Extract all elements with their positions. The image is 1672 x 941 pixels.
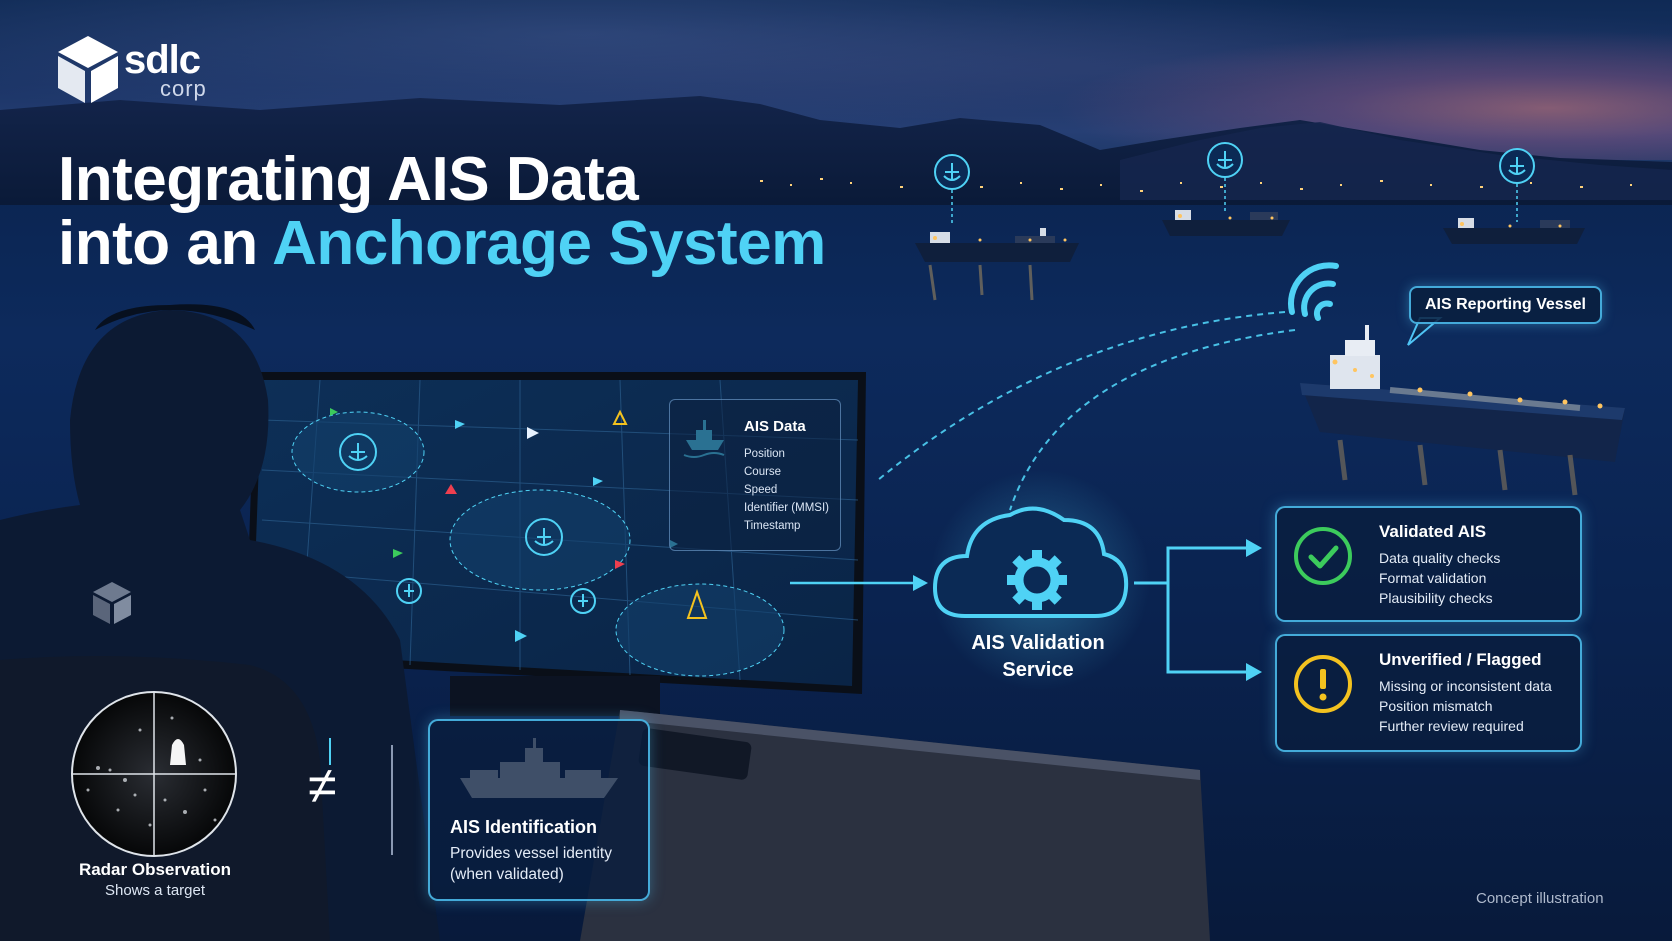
flagged-title: Unverified / Flagged [1379,650,1542,669]
ais-data-title: AIS Data [744,418,806,435]
validated-item: Data quality checks [1379,550,1501,566]
validation-service-line-1: AIS Validation [971,632,1105,654]
cube-logo-icon [58,36,118,103]
not-equal-symbol: ≠ [308,757,337,815]
ais-identification-line-1: Provides vessel identity [450,845,612,862]
branch-arrows [1134,546,1248,674]
ais-field: Course [744,466,782,478]
ais-data-fields: Position Course Speed Identifier (MMSI) … [744,445,829,535]
validated-item: Format validation [1379,570,1487,586]
cloud-gear-icon [930,470,1150,690]
ais-identification-desc: Provides vessel identity (when validated… [450,843,650,885]
validated-item: Plausibility checks [1379,590,1493,606]
logo-sub: corp [160,76,207,101]
title-line-1: Integrating AIS Data [58,145,639,214]
radar-title: Radar Observation [78,860,232,879]
ais-field: Speed [744,484,778,496]
warning-icon [1294,655,1352,713]
title-line-2-prefix: into an [58,209,258,278]
wifi-signal-icon [1288,262,1339,321]
title-line-2: into an Anchorage System [58,212,826,276]
ais-identification-title: AIS Identification [450,817,598,837]
validated-items: Data quality checks Format validation Pl… [1379,548,1500,608]
ais-identification-card: AIS Identification Provides vessel ident… [428,719,650,901]
ais-field: Timestamp [744,520,801,532]
anchored-ship-3 [1443,148,1585,244]
page-title: Integrating AIS Data into an Anchorage S… [58,148,826,276]
ais-reporting-vessel [1300,325,1625,496]
radar-subtitle: Shows a target [104,882,206,899]
ais-field: Position [744,448,785,460]
ais-reporting-vessel-label: AIS Reporting Vessel [1409,286,1602,324]
vessel-link-2 [1009,329,1296,511]
flagged-item: Missing or inconsistent data [1379,678,1552,694]
validated-text: Validated AIS Data quality checks Format… [1379,522,1500,608]
ais-identification-line-2: (when validated) [450,866,564,883]
validation-service-label: AIS Validation Service [938,630,1138,684]
validated-title: Validated AIS [1379,522,1487,541]
flagged-text: Unverified / Flagged Missing or inconsis… [1379,650,1552,736]
radar-scope-icon [71,691,237,857]
concept-illustration-note: Concept illustration [1476,890,1604,907]
title-line-2-accent: Anchorage System [272,209,826,278]
anchored-ship-2 [1162,142,1290,236]
flagged-ais-card: Unverified / Flagged Missing or inconsis… [1275,634,1582,752]
ais-field: Identifier (MMSI) [744,502,829,514]
cube-badge-icon [93,582,131,624]
flagged-item: Position mismatch [1379,698,1493,714]
anchored-ship-1 [915,154,1079,301]
flagged-item: Further review required [1379,718,1524,734]
ais-data-panel: AIS Data Position Course Speed Identifie… [669,399,841,551]
far-mountain [1120,122,1672,200]
logo-word: sdlc [124,38,201,82]
check-icon [1294,527,1352,585]
flagged-items: Missing or inconsistent data Position mi… [1379,676,1552,736]
radar-observation-caption: Radar Observation Shows a target [60,860,250,899]
vessel-link-1 [877,311,1286,481]
validation-service-line-2: Service [1002,659,1074,681]
logo[interactable]: sdlc corp [124,38,206,101]
validated-ais-card: Validated AIS Data quality checks Format… [1275,506,1582,622]
